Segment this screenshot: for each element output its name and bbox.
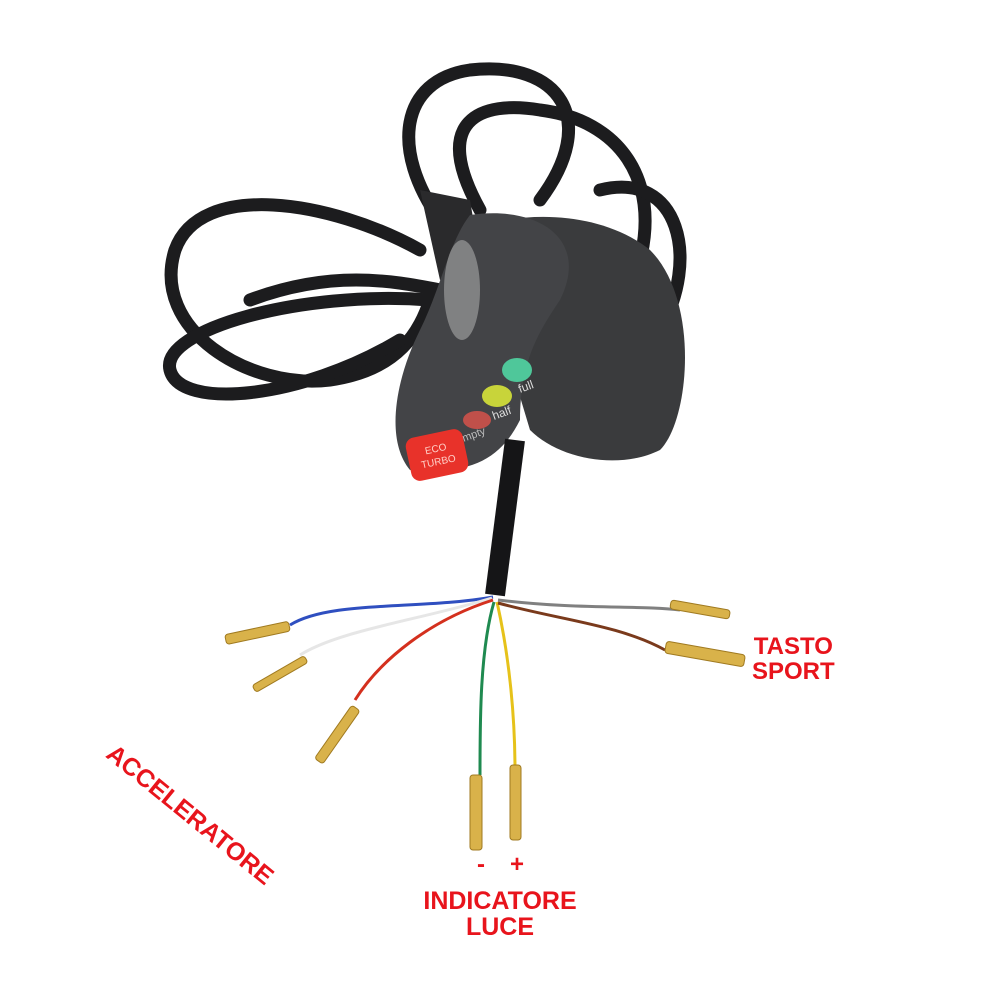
main-cable [485, 438, 525, 597]
label-indicator-line2: LUCE [465, 913, 535, 942]
label-sport-line1: TASTO [753, 633, 833, 660]
eco-turbo-button[interactable]: ECO TURBO [404, 427, 470, 482]
led-full [502, 358, 532, 382]
label-light-indicator: INDICATORE LUCE [410, 888, 590, 941]
button-text-eco: ECO [424, 442, 448, 457]
wires [289, 595, 681, 776]
label-full: full [516, 377, 535, 395]
label-sport-button: TASTO SPORT [752, 633, 835, 686]
led-empty [463, 411, 491, 429]
label-half: half [490, 403, 514, 423]
label-plus: + [510, 851, 525, 878]
coiled-cable [163, 62, 687, 401]
throttle-body [395, 190, 685, 471]
label-minus: - [477, 851, 485, 878]
label-sport-line2: SPORT [752, 658, 835, 686]
connectors [224, 599, 746, 851]
label-indicator-line1: INDICATORE [423, 887, 577, 915]
led-half [482, 385, 512, 407]
